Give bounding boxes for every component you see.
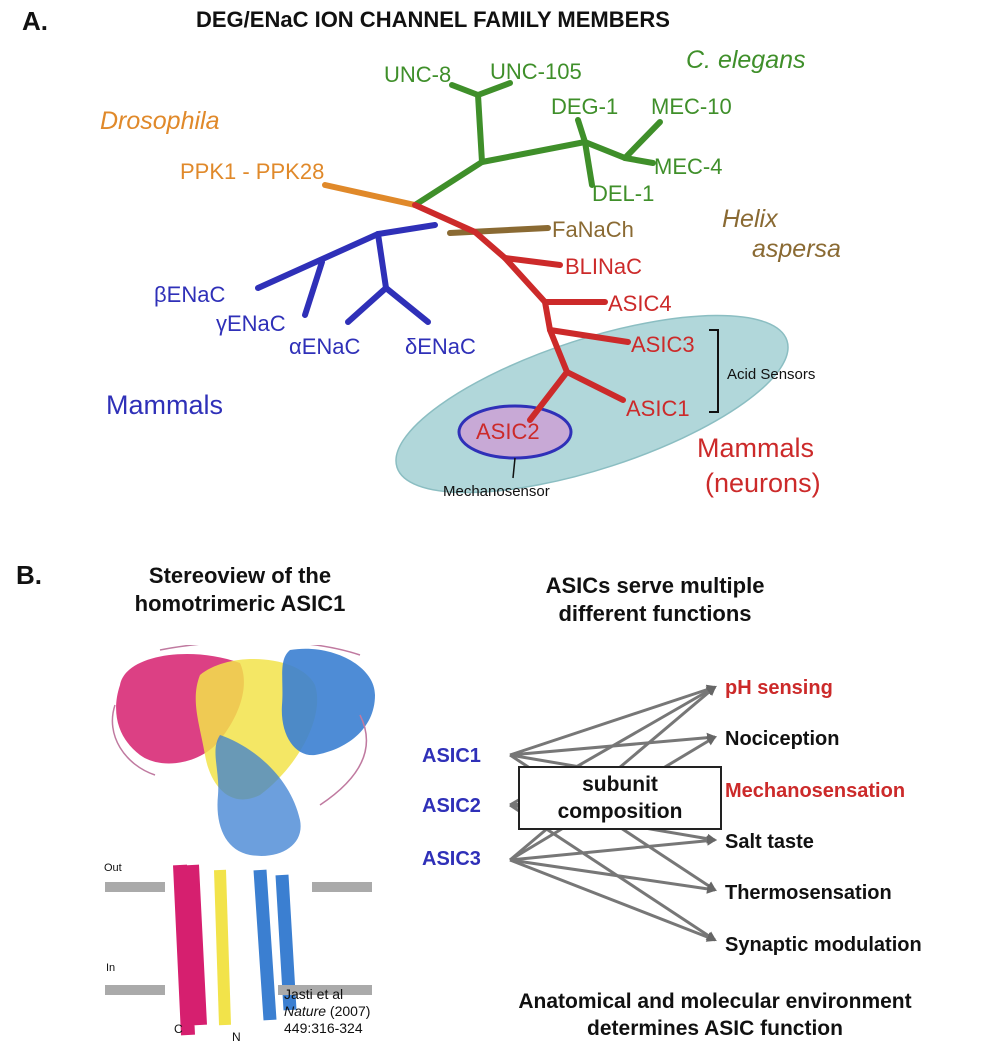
function-synaptic-modulation: Synaptic modulation <box>725 934 922 956</box>
panel-a-title: DEG/ENaC ION CHANNEL FAMILY MEMBERS <box>196 7 670 32</box>
citation-journal: Nature <box>284 1003 327 1019</box>
green-branches <box>412 80 663 208</box>
leaf-benac: βENaC <box>154 282 226 307</box>
membrane-in-label: In <box>106 962 116 974</box>
leaf-asic4: ASIC4 <box>608 291 672 316</box>
group-helix-line1: Helix <box>722 205 778 233</box>
panel-b-left-title: Stereoview of the homotrimeric ASIC1 <box>90 562 390 618</box>
mechanosensor-pointer <box>512 457 516 479</box>
bottom-line2: determines ASIC function <box>587 1017 843 1040</box>
subunit-asic2: ASIC2 <box>422 795 481 817</box>
function-thermosensation: Thermosensation <box>725 882 892 904</box>
right-title-line2: different functions <box>558 601 752 626</box>
panel-b-letter: B. <box>16 560 42 590</box>
leaf-fanach: FaNaCh <box>552 217 634 242</box>
leaf-asic1: ASIC1 <box>626 396 690 421</box>
subunit-asic1: ASIC1 <box>422 745 481 767</box>
group-mammals-red-2: (neurons) <box>705 468 821 498</box>
function-nociception: Nociception <box>725 728 840 750</box>
citation-line2: Nature (2007) <box>284 1003 370 1020</box>
right-title-line1: ASICs serve multiple <box>545 573 765 598</box>
leaf-asic2: ASIC2 <box>476 419 540 444</box>
terminus-c-label: C <box>174 1022 183 1036</box>
orange-branch <box>322 182 418 208</box>
function-mechanosensation: Mechanosensation <box>725 780 906 802</box>
group-helix-line2: aspersa <box>752 235 841 263</box>
brown-branch <box>447 225 551 236</box>
asic1-structure-image <box>105 645 375 1036</box>
panel-b-bottom-caption: Anatomical and molecular environment det… <box>445 988 985 1042</box>
bottom-line1: Anatomical and molecular environment <box>518 990 912 1013</box>
left-title-line1: Stereoview of the <box>148 563 332 588</box>
subunit-composition-box: subunit composition <box>518 766 722 830</box>
acid-sensors-bracket <box>709 329 719 413</box>
leaf-ppk: PPK1 - PPK28 <box>180 159 325 184</box>
mechanosensor-label: Mechanosensor <box>443 483 550 500</box>
leaf-denac: δENaC <box>405 334 476 359</box>
panel-b-right-title: ASICs serve multiple different functions <box>505 572 805 628</box>
membrane-out-label: Out <box>104 862 122 874</box>
subunit-asic3: ASIC3 <box>422 848 481 870</box>
leaf-blinac: BLINaC <box>565 254 643 279</box>
citation-line1: Jasti et al <box>284 986 344 1002</box>
leaf-unc105: UNC-105 <box>490 59 582 84</box>
yellow-helices <box>214 869 231 1026</box>
leaf-mec4: MEC-4 <box>654 154 723 179</box>
membrane-in-right <box>278 985 372 995</box>
leaf-mec10: MEC-10 <box>651 94 732 119</box>
membrane-in-left <box>105 985 165 995</box>
red-branches <box>412 202 631 423</box>
outline-traces <box>111 645 368 806</box>
leaf-aenac: αENaC <box>289 334 361 359</box>
left-title-line2: homotrimeric ASIC1 <box>134 591 346 616</box>
function-salt-taste: Salt taste <box>725 831 814 853</box>
box-line1: subunit <box>582 773 658 796</box>
panel-a-letter: A. <box>22 6 48 36</box>
acid-sensors-label: Acid Sensors <box>727 366 816 383</box>
group-mammals-red-1: Mammals <box>697 433 815 463</box>
box-line2: composition <box>557 800 683 823</box>
leaf-genac: γENaC <box>216 311 286 336</box>
group-drosophila: Drosophila <box>100 107 220 135</box>
leaf-unc8: UNC-8 <box>384 62 452 87</box>
pink-helices <box>173 864 207 1036</box>
central-sheet <box>215 735 301 856</box>
phylogenetic-tree <box>255 80 789 494</box>
leaf-del1: DEL-1 <box>592 181 655 206</box>
terminus-n-label: N <box>232 1030 241 1044</box>
citation: Jasti et al Nature (2007) 449:316-324 <box>284 986 370 1037</box>
group-mammals-blue: Mammals <box>106 390 224 420</box>
membrane-out-left <box>105 882 165 892</box>
leaf-deg1: DEG-1 <box>551 94 619 119</box>
citation-line3: 449:316-324 <box>284 1020 363 1036</box>
blue-subunit <box>281 648 375 756</box>
blue-branches <box>255 222 438 325</box>
citation-year: (2007) <box>326 1003 371 1019</box>
group-c-elegans: C. elegans <box>686 46 806 74</box>
membrane-out-right <box>312 882 372 892</box>
leaf-asic3: ASIC3 <box>631 332 695 357</box>
function-ph-sensing: pH sensing <box>725 677 833 699</box>
